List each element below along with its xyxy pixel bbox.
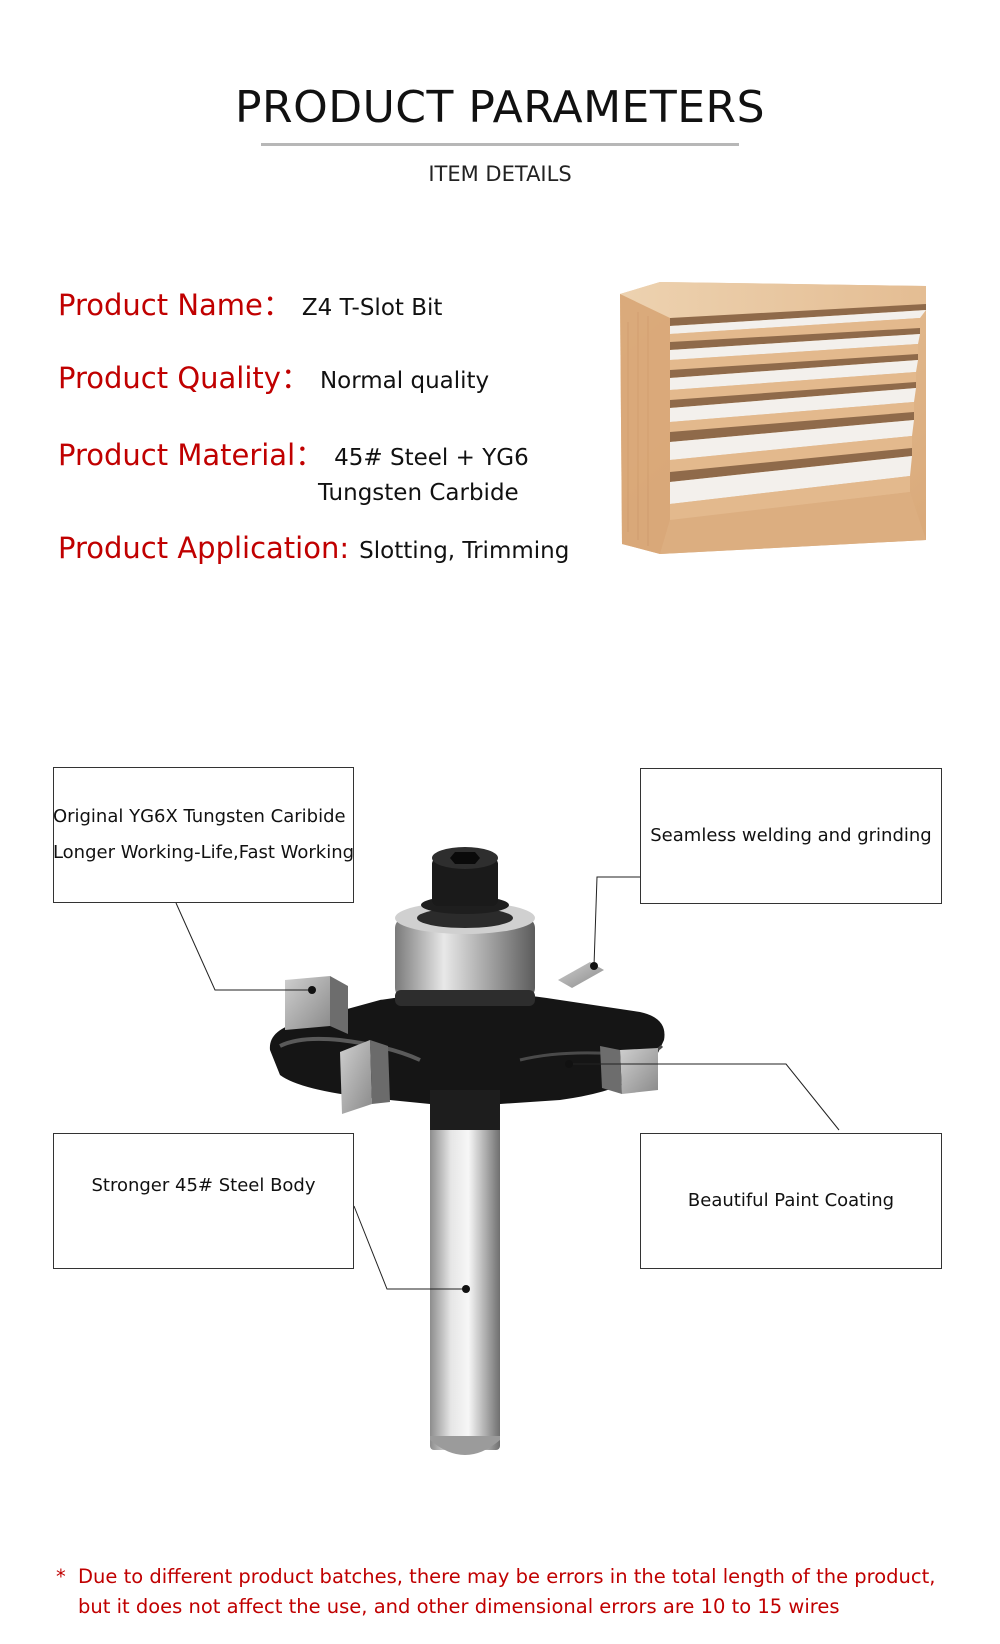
param-value: Slotting, Trimming [359, 538, 570, 564]
t-slot-router-bit-image [175, 847, 840, 1455]
callout-text: Original YG6X Tungsten Caribide [52, 806, 346, 827]
param-label: Product Material： [58, 438, 325, 472]
callout-text: Beautiful Paint Coating [687, 1190, 895, 1211]
param-product-quality: Product Quality： Normal quality [58, 355, 489, 397]
param-label: Product Name： [58, 288, 292, 322]
param-value: Normal quality [319, 368, 490, 394]
note-line: Due to different product batches, there … [78, 1565, 936, 1588]
callout-steel-body: Stronger 45# Steel Body [53, 1133, 354, 1269]
param-value-continued: Tungsten Carbide [318, 480, 519, 506]
param-product-material: Product Material： 45# Steel + YG6 [58, 432, 529, 474]
asterisk-icon: * [56, 1565, 66, 1588]
param-label: Product Quality： [58, 361, 310, 395]
param-product-name: Product Name： Z4 T-Slot Bit [58, 282, 442, 324]
param-label: Product Application: [58, 531, 350, 565]
note-line: but it does not affect the use, and othe… [78, 1595, 840, 1618]
param-value: 45# Steel + YG6 [334, 445, 529, 471]
slotted-wood-block-image [620, 282, 926, 554]
title-divider [261, 143, 739, 146]
param-product-application: Product Application: Slotting, Trimming [58, 531, 569, 565]
callout-text: Seamless welding and grinding [650, 825, 932, 846]
param-value: Z4 T-Slot Bit [301, 295, 443, 321]
page-subtitle: ITEM DETAILS [428, 162, 572, 186]
callout-text: Stronger 45# Steel Body [91, 1175, 316, 1196]
page-title: PRODUCT PARAMETERS [234, 82, 766, 133]
callout-welding: Seamless welding and grinding [640, 768, 942, 904]
disclaimer-note: * Due to different product batches, there… [56, 1562, 936, 1622]
callout-text: Longer Working-Life,Fast Working [52, 842, 355, 863]
callout-paint-coating: Beautiful Paint Coating [640, 1133, 942, 1269]
callout-carbide: Original YG6X Tungsten Caribide Longer W… [53, 767, 354, 903]
